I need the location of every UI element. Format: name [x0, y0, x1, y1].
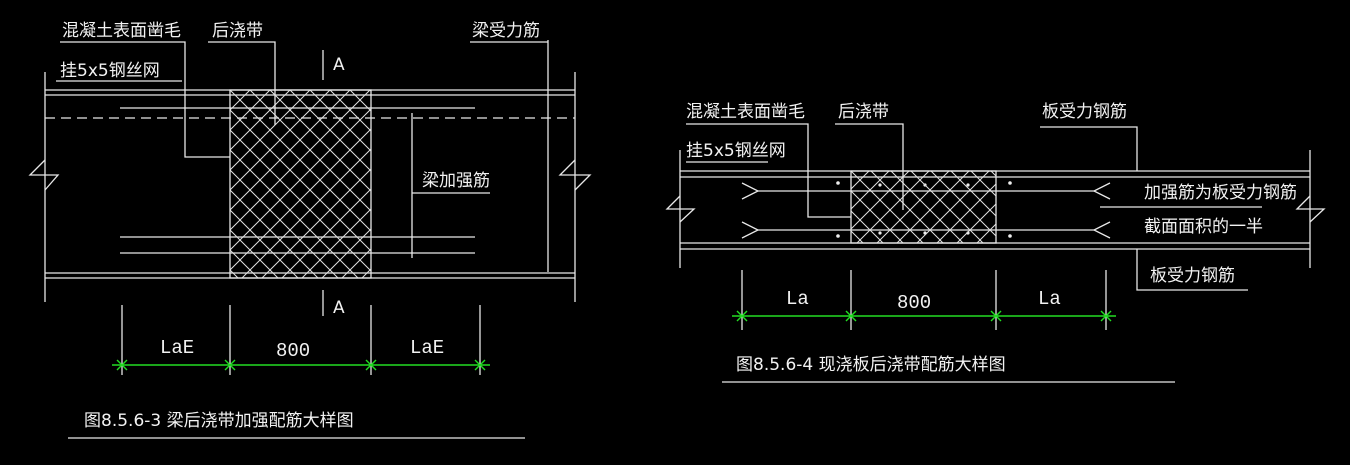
dim-right-lae: LaE — [410, 337, 444, 359]
dim-middle-800-slab: 800 — [897, 292, 931, 314]
slab-detail: 混凝土表面凿毛 挂5x5钢丝网 后浇带 板受力钢筋 加强筋为板受力钢筋 截面面积… — [665, 102, 1326, 383]
label-reinforce-note-1: 加强筋为板受力钢筋 — [1144, 183, 1297, 203]
label-beam-main-bar: 梁受力筋 — [472, 21, 540, 41]
label-slab-post-pour-strip: 后浇带 — [838, 102, 889, 122]
dim-left-la: La — [786, 288, 809, 310]
dim-right-la: La — [1038, 288, 1061, 310]
label-beam-reinforcement: 梁加强筋 — [422, 171, 490, 191]
slab-post-pour-strip-hatch — [850, 170, 997, 244]
caption-left: 图8.5.6-3 梁后浇带加强配筋大样图 — [84, 411, 354, 431]
label-slab-main-bar-bottom: 板受力钢筋 — [1150, 266, 1235, 286]
label-slab-main-bar-top: 板受力钢筋 — [1042, 102, 1127, 122]
section-mark-bottom: A — [333, 298, 345, 318]
caption-right: 图8.5.6-4 现浇板后浇带配筋大样图 — [736, 355, 1006, 375]
beam-detail: A A 混凝土表面凿毛 挂5x5钢丝网 后浇带 梁受力筋 梁加强筋 — [28, 21, 592, 439]
dim-middle-800: 800 — [276, 340, 310, 362]
slab-dimension-line — [732, 270, 1116, 330]
post-pour-strip-hatch — [229, 89, 372, 279]
label-slab-surface-rough: 混凝土表面凿毛 — [686, 102, 805, 122]
label-post-pour-strip: 后浇带 — [212, 21, 263, 41]
label-mesh: 挂5x5钢丝网 — [60, 61, 160, 81]
label-surface-rough: 混凝土表面凿毛 — [62, 21, 181, 41]
label-slab-mesh: 挂5x5钢丝网 — [686, 141, 786, 161]
beam-dimension-line — [112, 305, 490, 375]
label-reinforce-note-2: 截面面积的一半 — [1144, 217, 1263, 237]
section-mark-top: A — [333, 55, 345, 75]
dim-left-lae: LaE — [160, 337, 194, 359]
